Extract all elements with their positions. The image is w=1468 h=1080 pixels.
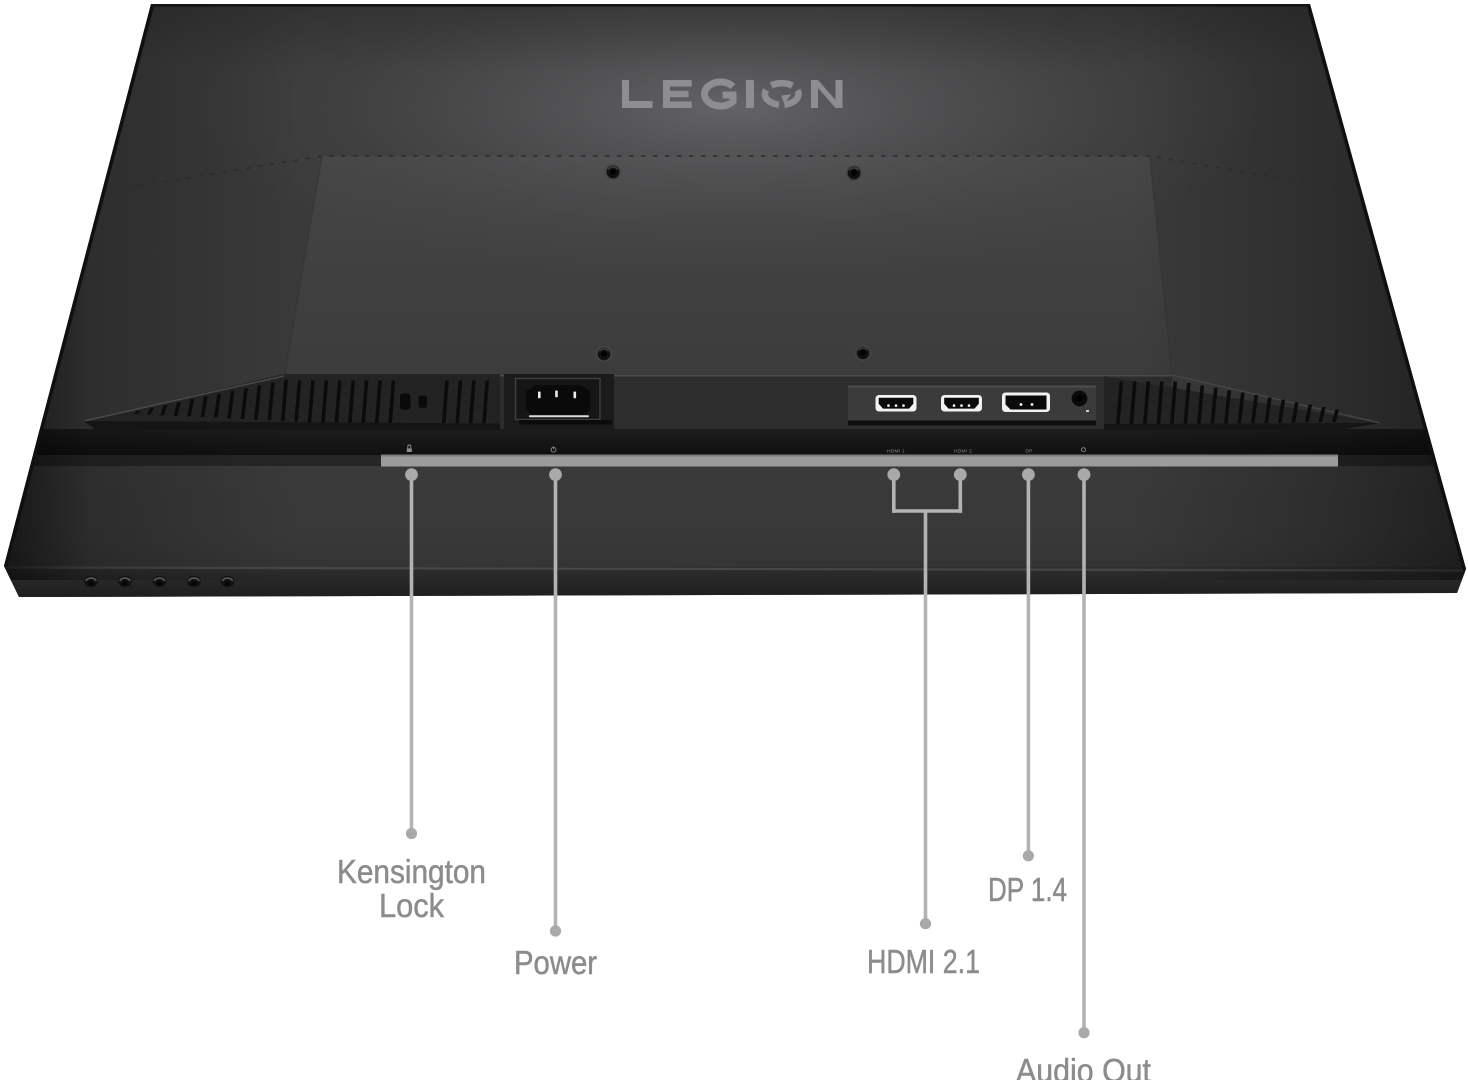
svg-text:HDMI 1: HDMI 1	[887, 449, 905, 455]
svg-text:HDMI 2: HDMI 2	[954, 449, 972, 455]
svg-text:Audio Out: Audio Out	[1016, 1052, 1151, 1080]
svg-text:Kensington: Kensington	[337, 853, 486, 890]
svg-text:Power: Power	[514, 944, 597, 981]
svg-text:DP 1.4: DP 1.4	[988, 871, 1067, 908]
svg-text:DP: DP	[1025, 449, 1032, 455]
svg-text:HDMI 2.1: HDMI 2.1	[867, 943, 980, 980]
svg-text:Lock: Lock	[379, 887, 444, 924]
